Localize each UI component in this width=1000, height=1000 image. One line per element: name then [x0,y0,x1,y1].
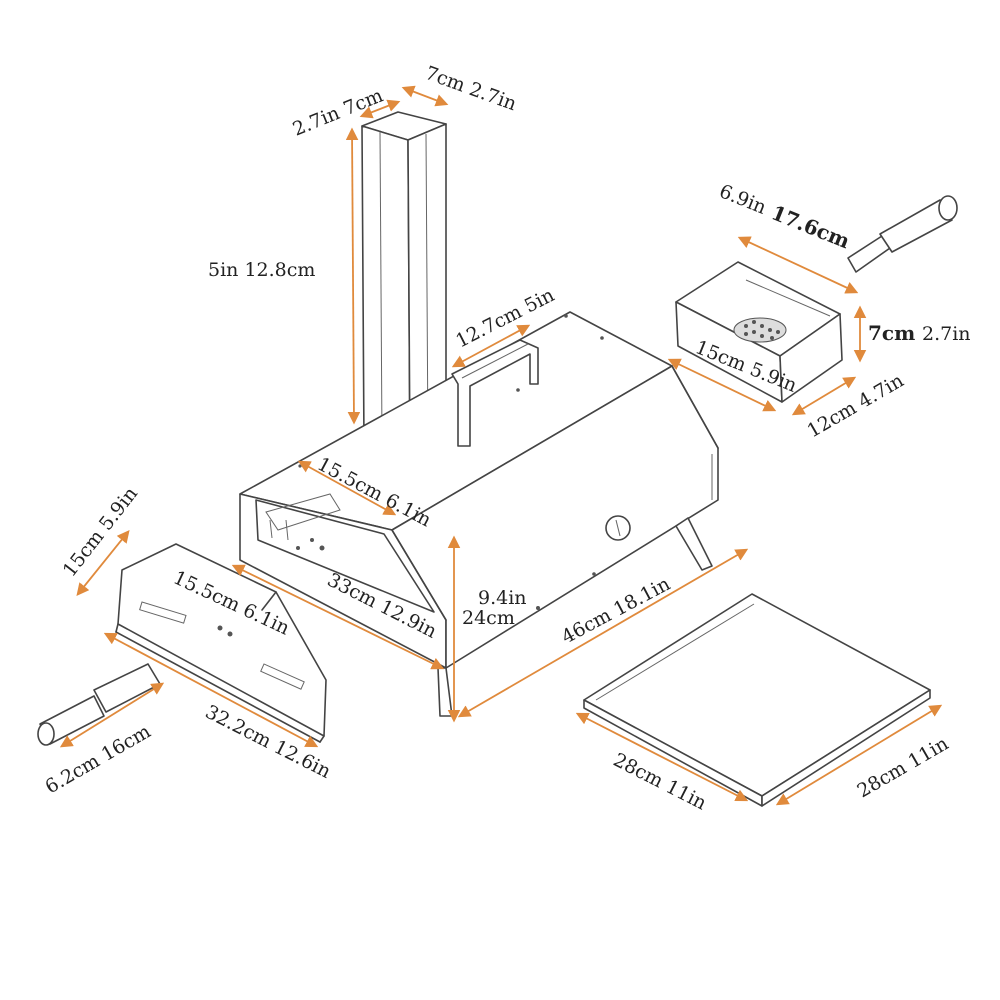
label-tray-depth: 12cm 4.7in [804,370,908,443]
label-chimney-top-right: 7cm 2.7in [422,62,519,115]
label-oven-height-cm: 24cm [462,607,515,629]
door-vent-left [139,601,187,624]
label-chimney-height: 5in 12.8cm [208,259,315,281]
dimension-lines [59,85,943,806]
label-tray-length-cm: 17.6cm [768,200,853,253]
label-tray-length-in: 6.9in [716,180,769,219]
fuel-tray [675,195,958,403]
label-stone-right: 28cm 11in [854,733,953,803]
label-oven-height-in: 9.4in [478,587,527,609]
label-tray-height-cm: 7cm [868,321,915,345]
fuel-tray-grate [733,317,787,343]
label-tray-height-in: 2.7in [922,323,971,345]
